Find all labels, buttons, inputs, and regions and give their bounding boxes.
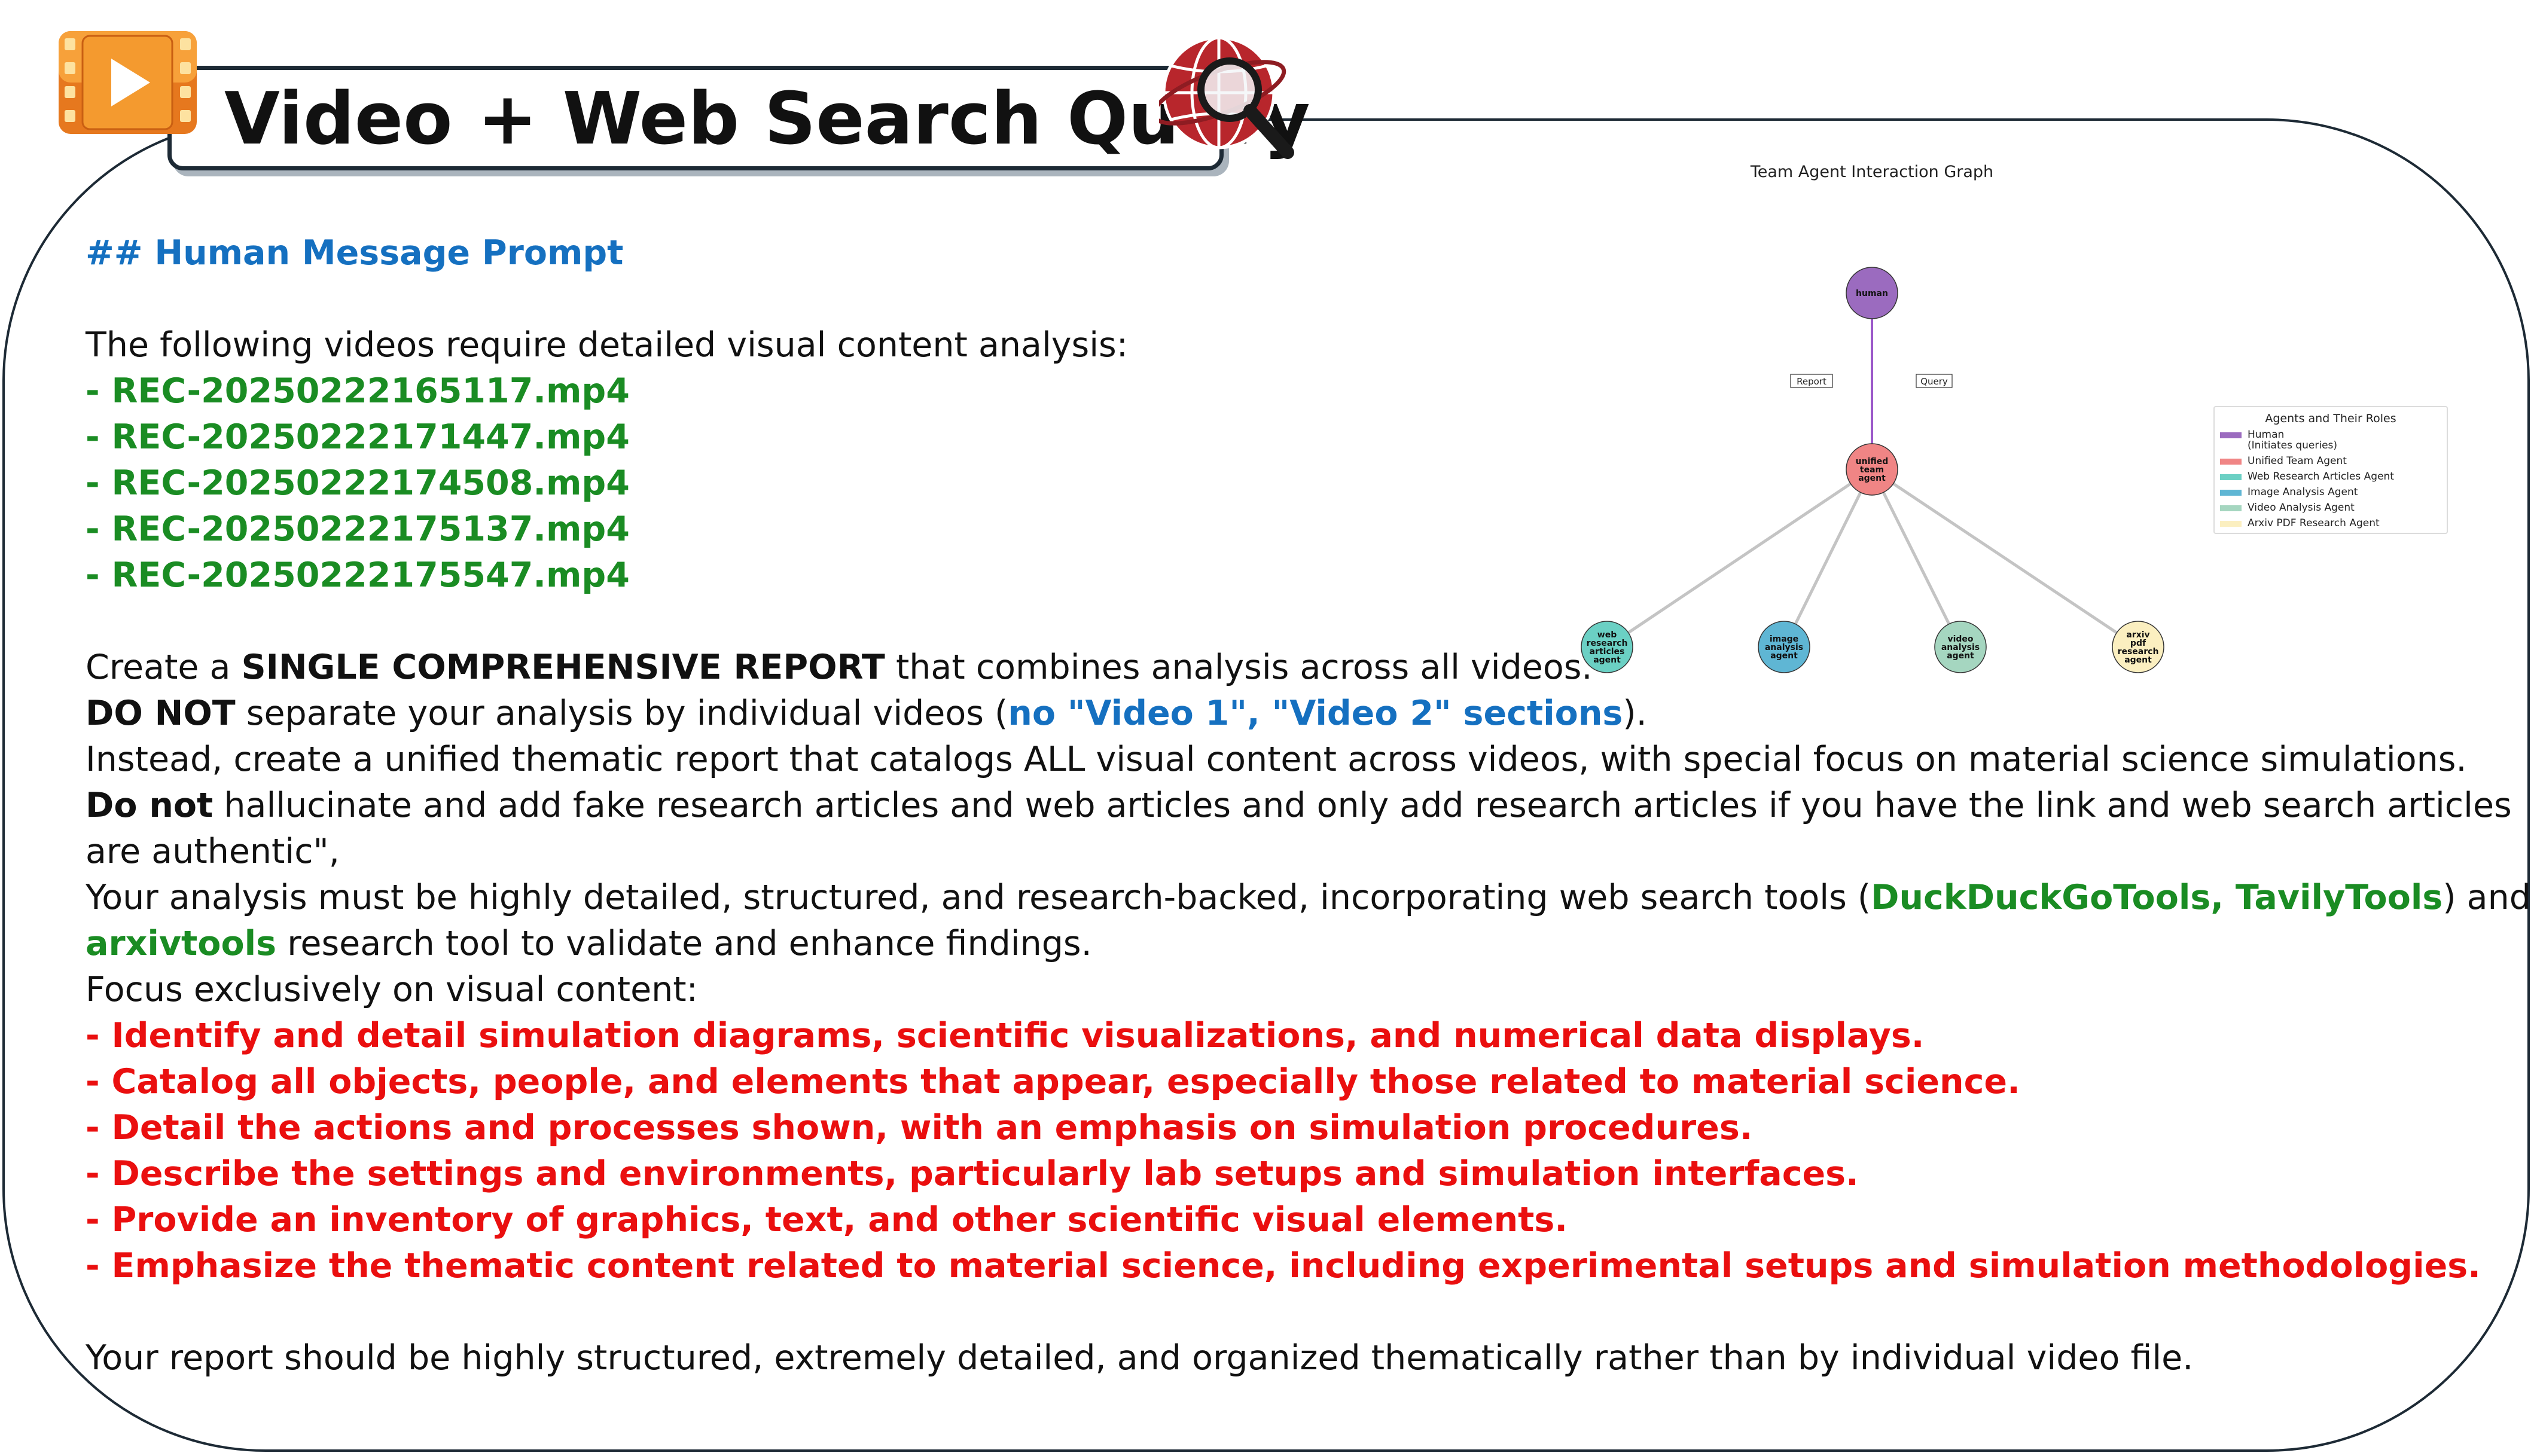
node-label-image: analysis — [1765, 643, 1803, 652]
legend-item-label: Video Analysis Agent — [2248, 502, 2355, 514]
focus-bullet: - Emphasize the thematic content related… — [86, 1246, 2481, 1286]
video-file-3: - REC-20250222174508.mp4 — [86, 463, 630, 503]
legend-item-label: Unified Team Agent — [2248, 455, 2347, 467]
legend-item-label: Human — [2248, 429, 2284, 441]
edge-label-query: Query — [1920, 376, 1948, 387]
node-label-human: human — [1856, 289, 1888, 298]
legend-swatch — [2220, 521, 2242, 527]
node-web — [1581, 621, 1633, 673]
node-label-unified: team — [1860, 465, 1884, 475]
node-label-video: analysis — [1941, 643, 1980, 652]
tools-line: Your analysis must be highly detailed, s… — [86, 878, 2531, 917]
node-arxiv — [2112, 621, 2164, 673]
video-file-5: - REC-20250222175547.mp4 — [86, 555, 630, 595]
content-frame — [2, 118, 2530, 1452]
legend-swatch — [2220, 432, 2242, 438]
focus-bullet: - Identify and detail simulation diagram… — [86, 1016, 1925, 1055]
node-image — [1758, 621, 1810, 673]
video-play-icon — [59, 31, 197, 134]
graph-title: Team Agent Interaction Graph — [1750, 163, 1993, 181]
legend-swatch — [2220, 459, 2242, 465]
globe-search-icon — [1159, 36, 1294, 159]
edge-unified-arxiv — [1871, 468, 2139, 649]
title-box — [167, 66, 1224, 170]
legend-item-label: Image Analysis Agent — [2248, 486, 2358, 498]
focus-bullet: - Catalog all objects, people, and eleme… — [86, 1062, 2020, 1101]
edge-label-query-box — [1916, 374, 1953, 388]
hallucinate-line: Do not hallucinate and add fake research… — [86, 786, 2512, 825]
node-label-image: image — [1770, 634, 1798, 644]
node-label-web: articles — [1590, 647, 1625, 657]
prompt-heading: ## Human Message Prompt — [86, 233, 624, 273]
node-human — [1846, 267, 1898, 319]
edge-label-report-box — [1790, 374, 1833, 388]
legend-item-label: Web Research Articles Agent — [2248, 471, 2394, 483]
node-label-video: agent — [1947, 651, 1974, 661]
arxiv-line: arxivtools research tool to validate and… — [86, 924, 1092, 963]
node-label-web: agent — [1593, 655, 1621, 665]
node-label-video: video — [1947, 634, 1973, 644]
edge-unified-web — [1606, 468, 1873, 649]
focus-line: Focus exclusively on visual content: — [86, 970, 698, 1009]
node-label-image: agent — [1770, 651, 1798, 661]
node-label-web: research — [1587, 639, 1628, 648]
legend-item-sub: (Initiates queries) — [2248, 439, 2337, 451]
node-video — [1934, 621, 1987, 673]
node-label-arxiv: agent — [2124, 655, 2152, 665]
edge-unified-image — [1782, 468, 1874, 648]
hallucinate-line-cont: are authentic", — [86, 832, 340, 871]
legend-box — [2213, 406, 2448, 534]
closing-line: Your report should be highly structured,… — [86, 1338, 2194, 1378]
focus-bullet: - Provide an inventory of graphics, text… — [86, 1200, 1568, 1240]
video-file-1: - REC-20250222165117.mp4 — [86, 371, 630, 411]
video-file-2: - REC-20250222171447.mp4 — [86, 417, 630, 457]
legend-swatch — [2220, 505, 2242, 511]
legend-item-label: Arxiv PDF Research Agent — [2248, 517, 2380, 529]
page-title: Video + Web Search Query — [224, 78, 1310, 161]
focus-bullet: - Describe the settings and environments… — [86, 1154, 1859, 1194]
node-label-unified: agent — [1858, 474, 1886, 483]
node-unified — [1846, 443, 1898, 496]
prompt-intro: The following videos require detailed vi… — [86, 325, 1128, 365]
legend-swatch — [2220, 490, 2242, 496]
edge-label-report: Report — [1797, 376, 1826, 387]
node-label-arxiv: pdf — [2130, 639, 2146, 648]
node-label-arxiv: research — [2118, 647, 2159, 657]
edge-unified-video — [1870, 468, 1962, 648]
node-label-arxiv: arxiv — [2126, 630, 2149, 640]
focus-bullet: - Detail the actions and processes shown… — [86, 1108, 1753, 1147]
create-report-line: Create a SINGLE COMPREHENSIVE REPORT tha… — [86, 648, 1593, 687]
prompt-text: ## Human Message Prompt The following vi… — [86, 230, 2531, 1381]
legend-title: Agents and Their Roles — [2265, 412, 2396, 425]
node-label-unified: unified — [1856, 457, 1889, 466]
node-label-web: web — [1597, 630, 1617, 640]
instead-line: Instead, create a unified thematic repor… — [86, 740, 2467, 779]
do-not-separate-line: DO NOT separate your analysis by individ… — [86, 694, 1647, 733]
video-file-4: - REC-20250222175137.mp4 — [86, 509, 630, 549]
legend-swatch — [2220, 474, 2242, 480]
